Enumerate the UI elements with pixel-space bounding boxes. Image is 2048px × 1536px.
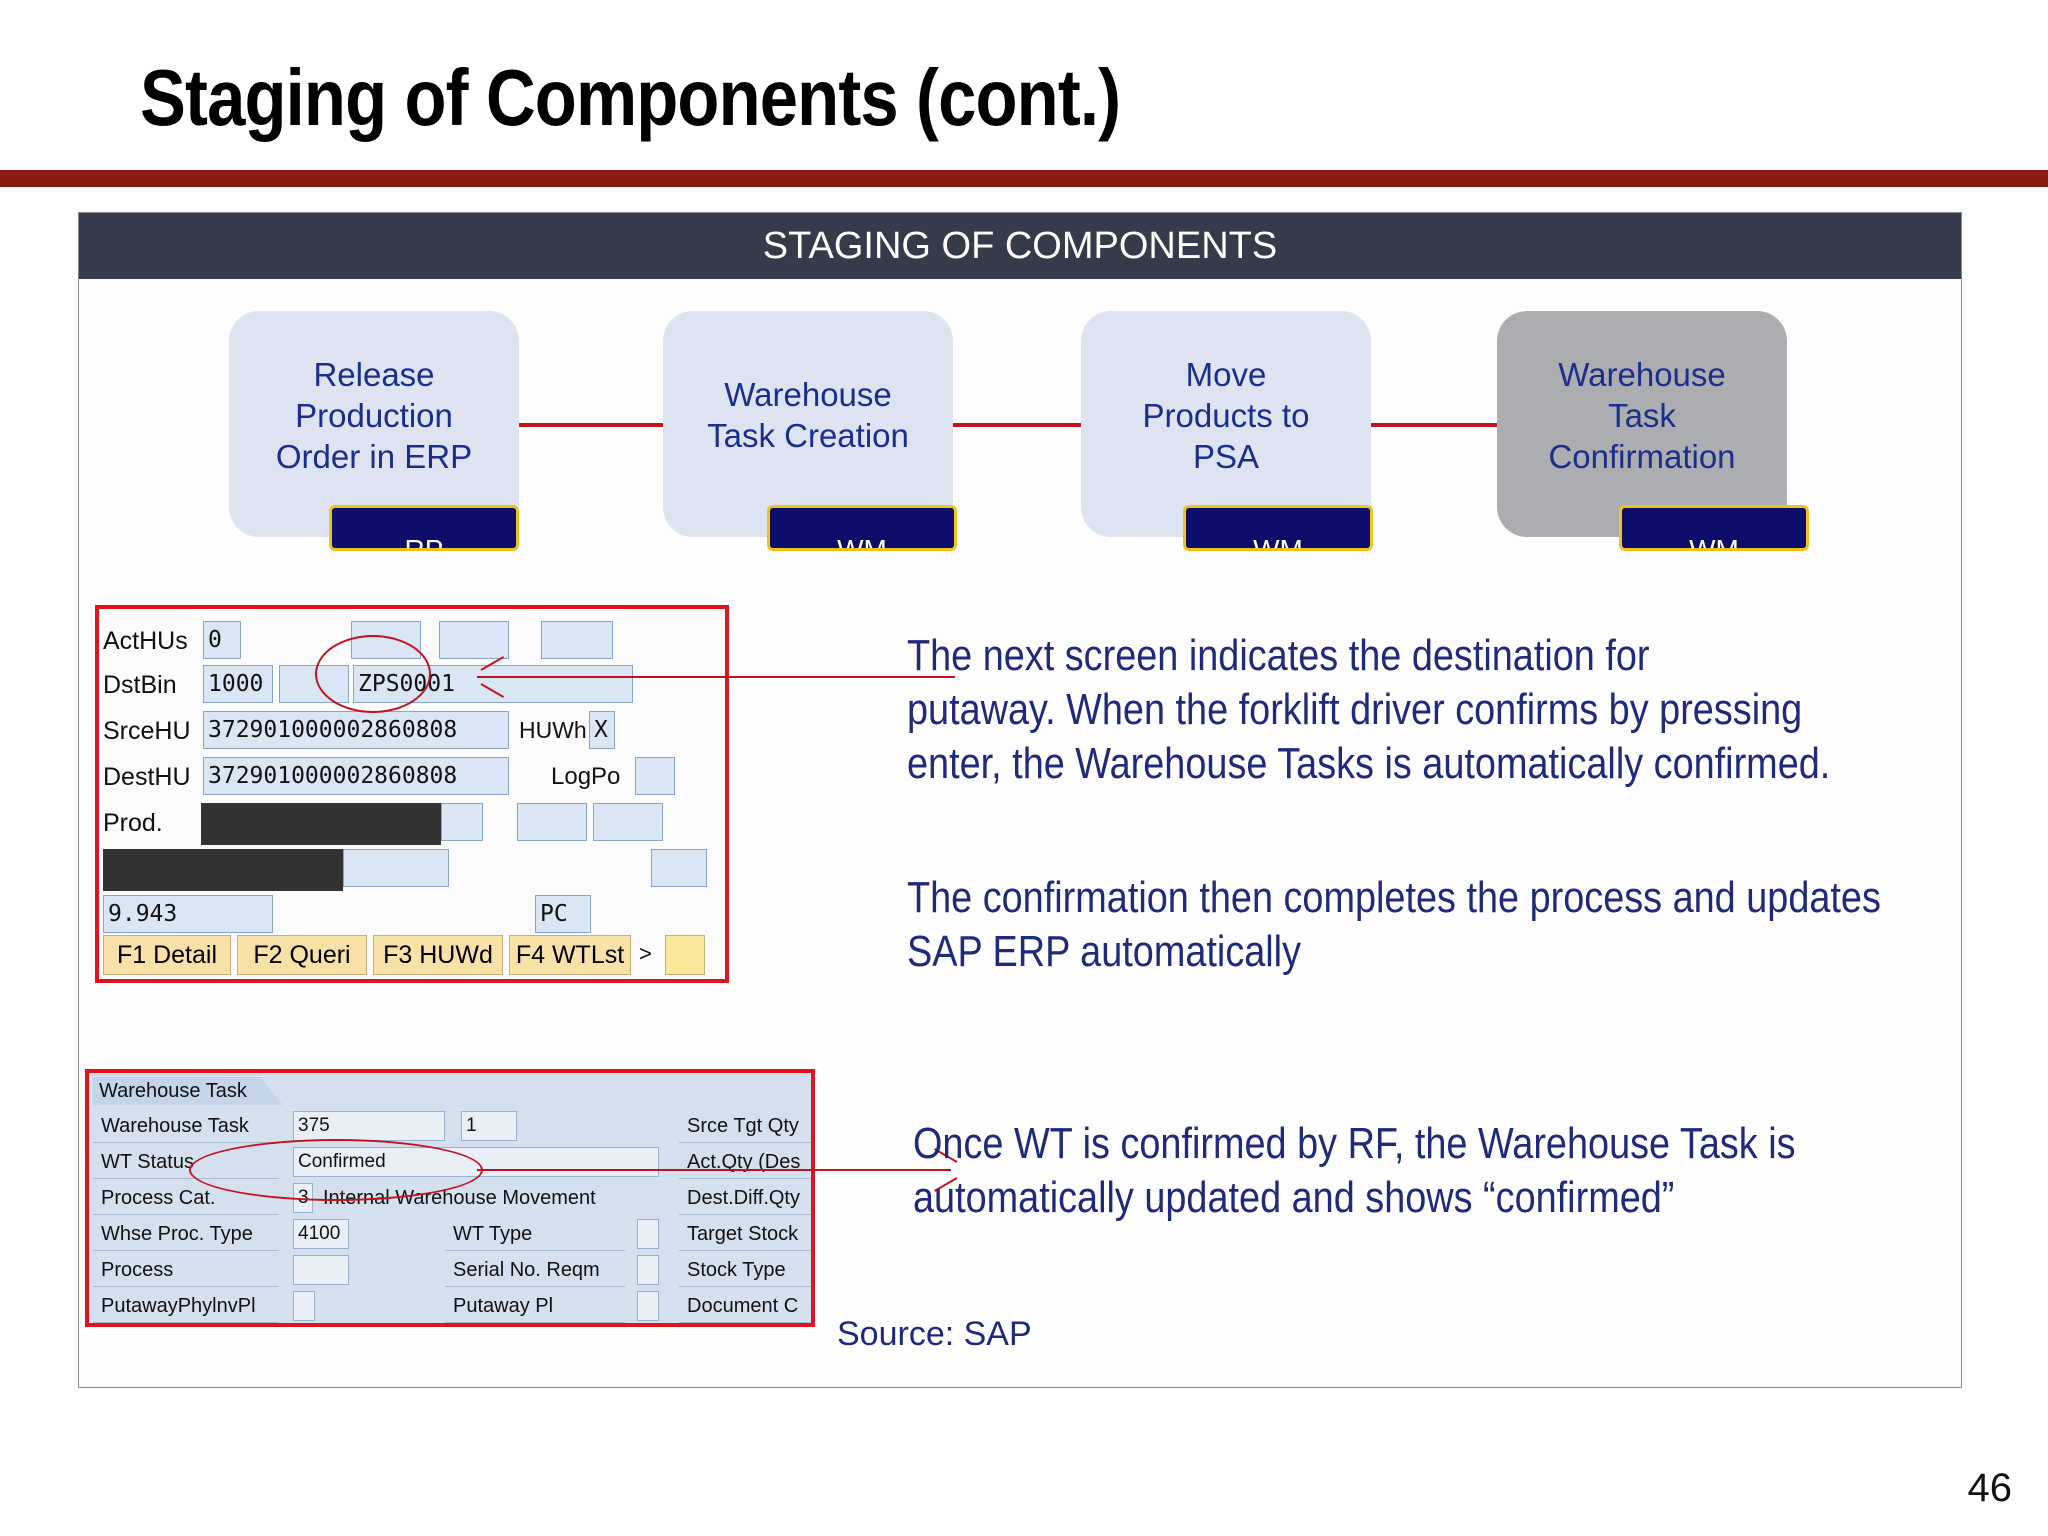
- acthus-field[interactable]: 0: [203, 621, 241, 659]
- callout-line: [477, 676, 955, 678]
- f1-detail-button[interactable]: F1 Detail: [103, 935, 231, 975]
- process-field[interactable]: [293, 1255, 349, 1285]
- whse-proc-type-label: Whse Proc. Type: [93, 1217, 279, 1251]
- panel-header: STAGING OF COMPONENTS: [79, 213, 1961, 279]
- uom-field[interactable]: PC: [535, 895, 591, 933]
- page-number: 46: [1967, 1466, 2013, 1510]
- slide-title: Staging of Components (cont.): [140, 53, 1121, 142]
- step-wt-confirmation: Warehouse Task Confirmation: [1497, 311, 1787, 537]
- wt-label: Warehouse Task: [93, 1109, 279, 1143]
- wt-type-label: WT Type: [445, 1217, 625, 1251]
- srcehu-label: SrceHU: [103, 717, 191, 745]
- command-input[interactable]: [665, 935, 705, 975]
- step-wt-creation: Warehouse Task Creation: [663, 311, 953, 537]
- putaway-phys-inv-label: PutawayPhylnvPl: [93, 1289, 279, 1323]
- process-label: Process: [93, 1253, 279, 1287]
- putaway-phys-inv-field[interactable]: [293, 1291, 315, 1321]
- description-line: The next screen indicates the destinatio…: [907, 631, 1650, 680]
- empty-field[interactable]: [439, 621, 509, 659]
- step-move-products: Move Products to PSA: [1081, 311, 1371, 537]
- step-line: Production: [295, 396, 453, 434]
- step-line: Task Creation: [707, 417, 909, 454]
- wt-right-label: Act.Qty (Des: [679, 1145, 811, 1179]
- whse-proc-type-field[interactable]: 4100: [293, 1219, 349, 1249]
- empty-field[interactable]: [593, 803, 663, 841]
- redacted-description: [103, 849, 343, 891]
- flow-arrow: [953, 423, 1155, 427]
- description-erp-update: The confirmation then completes the proc…: [907, 871, 1881, 979]
- wt-number-field[interactable]: 375: [293, 1111, 445, 1141]
- description-line: automatically updated and shows “confirm…: [913, 1173, 1675, 1222]
- f2-queri-button[interactable]: F2 Queri: [237, 935, 367, 975]
- step-line: Warehouse: [1558, 355, 1726, 393]
- description-line: enter, the Warehouse Tasks is automatica…: [907, 739, 1831, 788]
- callout-line: [477, 1169, 951, 1171]
- warehouse-task-screen: Warehouse Task Warehouse Task 375 1 Srce…: [85, 1069, 815, 1327]
- step-line: PSA: [1192, 437, 1260, 475]
- source-note: Source: SAP: [837, 1315, 1032, 1353]
- flow-arrow: [1371, 423, 1573, 427]
- description-line: Once WT is confirmed by RF, the Warehous…: [913, 1119, 1796, 1168]
- huwh-field[interactable]: X: [589, 711, 615, 749]
- wt-right-label: Dest.Diff.Qty: [679, 1181, 811, 1215]
- wt-right-label: Target Stock: [679, 1217, 811, 1251]
- step-line: Move: [1185, 355, 1267, 393]
- description-line: SAP ERP automatically: [907, 927, 1302, 976]
- desthu-field[interactable]: 372901000002860808: [203, 757, 509, 795]
- title-divider: [0, 170, 2048, 187]
- step-badge-wm: WM: [767, 505, 957, 551]
- wt-right-label: Srce Tgt Qty: [679, 1109, 811, 1143]
- srcehu-field[interactable]: 372901000002860808: [203, 711, 509, 749]
- empty-field[interactable]: [343, 849, 449, 887]
- prod-label: Prod.: [103, 809, 163, 837]
- step-line: Warehouse: [724, 376, 892, 413]
- serial-no-label: Serial No. Reqm: [445, 1253, 625, 1287]
- logpo-label: LogPo: [551, 763, 621, 790]
- empty-field[interactable]: [541, 621, 613, 659]
- description-wt-confirmed: Once WT is confirmed by RF, the Warehous…: [913, 1117, 1796, 1225]
- wt-right-label: Document C: [679, 1289, 811, 1323]
- step-badge-rp: RP: [329, 505, 519, 551]
- dstbin-field[interactable]: 1000: [203, 665, 273, 703]
- empty-field[interactable]: [651, 849, 707, 887]
- serial-no-field[interactable]: [637, 1255, 659, 1285]
- staging-panel: STAGING OF COMPONENTS Release Production…: [78, 212, 1962, 1388]
- description-line: putaway. When the forklift driver confir…: [907, 685, 1803, 734]
- flow-arrow: [519, 423, 737, 427]
- step-line: Release: [313, 355, 435, 393]
- highlight-ellipse: [189, 1139, 483, 1201]
- empty-field[interactable]: [517, 803, 587, 841]
- wt-right-label: Stock Type: [679, 1253, 811, 1287]
- wt-type-field[interactable]: [637, 1219, 659, 1249]
- dstbin-label: DstBin: [103, 671, 177, 699]
- step-release-order: Release Production Order in ERP: [229, 311, 519, 537]
- step-badge-wm: WM: [1183, 505, 1373, 551]
- f3-huwd-button[interactable]: F3 HUWd: [373, 935, 503, 975]
- step-line: Order in ERP: [275, 437, 473, 475]
- process-cat-label: Process Cat.: [93, 1181, 279, 1215]
- empty-field[interactable]: [441, 803, 483, 841]
- description-putaway: The next screen indicates the destinatio…: [907, 629, 1830, 791]
- putaway-pl-field[interactable]: [637, 1291, 659, 1321]
- step-line: Confirmation: [1548, 437, 1736, 475]
- wt-status-label: WT Status: [93, 1145, 279, 1179]
- wt-item-field[interactable]: 1: [461, 1111, 517, 1141]
- huwh-label: HUWh: [519, 717, 587, 743]
- more-keys-button[interactable]: >: [639, 941, 652, 966]
- step-badge-wm: WM: [1619, 505, 1809, 551]
- quantity-field[interactable]: 9.943: [103, 895, 273, 933]
- step-line: Task: [1608, 396, 1676, 434]
- warehouse-task-tab[interactable]: Warehouse Task: [93, 1077, 283, 1105]
- desthu-label: DestHU: [103, 763, 191, 791]
- f4-wtlst-button[interactable]: F4 WTLst: [509, 935, 631, 975]
- putaway-pl-label: Putaway Pl: [445, 1289, 625, 1323]
- redacted-product: [201, 803, 441, 845]
- description-line: The confirmation then completes the proc…: [907, 873, 1881, 922]
- step-line: Products to: [1142, 396, 1310, 434]
- acthus-label: ActHUs: [103, 627, 188, 655]
- highlight-ellipse: [315, 635, 431, 713]
- logpo-field[interactable]: [635, 757, 675, 795]
